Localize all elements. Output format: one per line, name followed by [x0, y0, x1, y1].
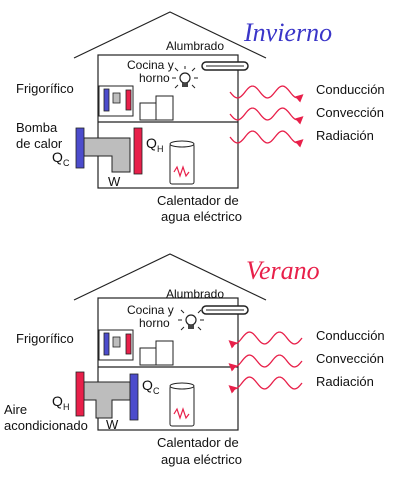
winter-heater-label-2: agua eléctrico — [161, 209, 242, 224]
summer-air-conditioner — [75, 371, 139, 421]
summer-device-label-2: acondicionado — [4, 418, 88, 433]
summer-panel: Verano Alumbrado Cocina y horno — [4, 253, 385, 467]
summer-stove-icon — [139, 340, 174, 366]
summer-bulb-icon — [178, 309, 204, 331]
winter-transfer-conduction: Conducción — [316, 82, 385, 97]
winter-wave-radiation — [229, 130, 304, 148]
winter-panel: Invierno Alumbrado Cocina y horno — [16, 11, 385, 224]
winter-q-right-sub: H — [157, 144, 164, 154]
summer-q-right-sub: C — [153, 386, 160, 396]
summer-transfer-radiation: Radiación — [316, 374, 374, 389]
winter-device-label-2: de calor — [16, 136, 63, 151]
winter-water-heater-icon — [169, 140, 195, 185]
summer-q-right: Q — [142, 377, 153, 393]
summer-fridge-label: Frigorífico — [16, 331, 74, 346]
winter-fridge-label: Frigorífico — [16, 81, 74, 96]
winter-fridge-icon — [98, 85, 134, 117]
winter-title: Invierno — [243, 18, 332, 47]
summer-cold-coil — [129, 373, 139, 421]
summer-fridge-icon — [98, 329, 134, 361]
summer-water-heater-icon — [169, 382, 195, 427]
winter-transfer-convection: Convección — [316, 105, 384, 120]
summer-house-wall — [97, 297, 239, 431]
winter-heater-label-1: Calentador de — [157, 193, 239, 208]
summer-work-label: W — [106, 417, 119, 432]
winter-bulb-icon — [172, 66, 198, 89]
summer-ac-body — [83, 381, 131, 419]
winter-lighting-label: Alumbrado — [166, 39, 224, 53]
summer-heater-label-2: agua eléctrico — [161, 452, 242, 467]
winter-q-right: Q — [146, 135, 157, 151]
summer-device-label-1: Aire — [4, 402, 27, 417]
winter-q-left: Q — [52, 149, 63, 165]
winter-device-label-1: Bomba — [16, 120, 58, 135]
winter-kitchen-label-1: Cocina y — [127, 58, 174, 72]
winter-heat-pump — [75, 127, 143, 175]
summer-hot-coil — [75, 371, 85, 417]
summer-lighting-label: Alumbrado — [166, 287, 224, 301]
summer-kitchen-label-2: horno — [139, 316, 170, 330]
winter-kitchen-label-2: horno — [139, 71, 170, 85]
winter-hot-coil — [133, 127, 143, 175]
summer-transfer-convection: Convección — [316, 351, 384, 366]
winter-wave-convection — [229, 107, 304, 125]
summer-q-left-sub: H — [63, 402, 70, 412]
winter-heat-waves — [229, 85, 304, 148]
summer-wave-convection — [228, 354, 303, 372]
summer-kitchen-label-1: Cocina y — [127, 303, 174, 317]
summer-heater-label-1: Calentador de — [157, 435, 239, 450]
summer-roof — [73, 253, 267, 301]
summer-title: Verano — [246, 256, 320, 285]
winter-work-label: W — [108, 174, 121, 189]
winter-q-left-sub: C — [63, 158, 70, 168]
winter-cold-coil — [75, 127, 85, 169]
summer-heat-waves — [228, 331, 303, 394]
winter-transfer-radiation: Radiación — [316, 128, 374, 143]
winter-pump-body — [83, 137, 131, 173]
winter-roof — [73, 11, 267, 59]
summer-q-left: Q — [52, 393, 63, 409]
winter-wave-conduction — [229, 85, 304, 103]
winter-stove-icon — [139, 95, 174, 121]
summer-transfer-conduction: Conducción — [316, 328, 385, 343]
summer-wave-radiation — [228, 376, 303, 394]
summer-wave-conduction — [228, 331, 303, 349]
